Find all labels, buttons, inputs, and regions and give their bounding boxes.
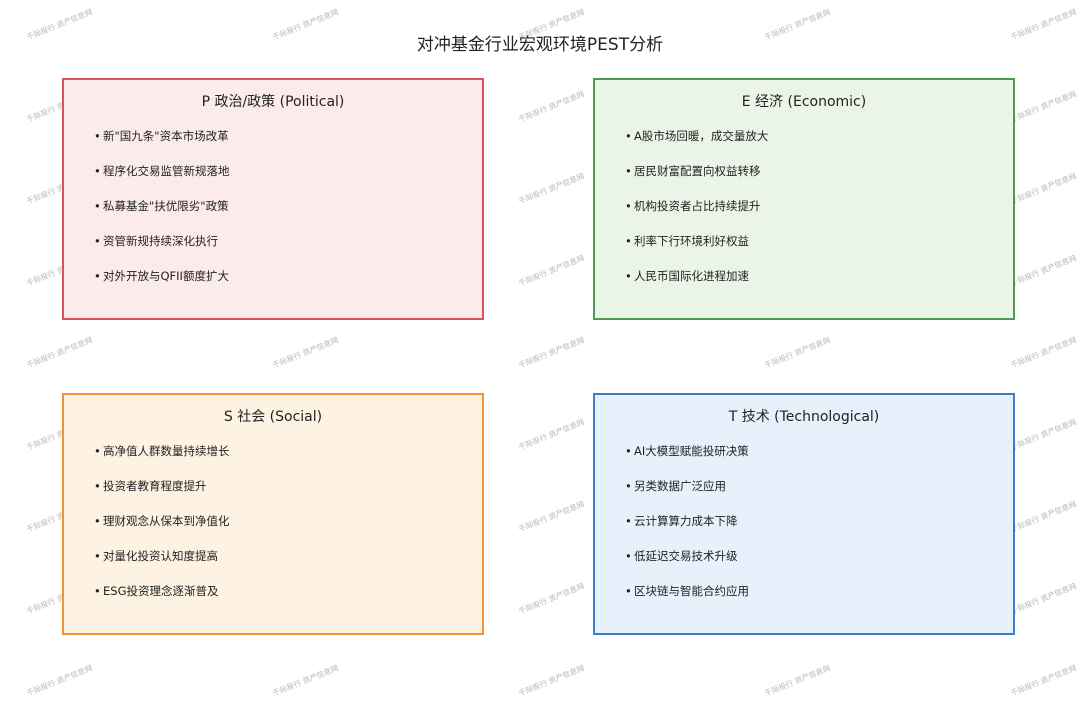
watermark-text: 千际投行 资产信息网 bbox=[1009, 88, 1078, 123]
panel-heading-political: P 政治/政策 (Political) bbox=[201, 94, 345, 110]
bullet-icon: • bbox=[94, 199, 101, 213]
list-item: •程序化交易监管新规落地 bbox=[94, 163, 230, 198]
watermark-text: 千际投行 资产信息网 bbox=[1009, 498, 1078, 533]
watermark-text: 千际投行 资产信息网 bbox=[271, 662, 340, 697]
watermark-text: 千际投行 资产信息网 bbox=[517, 498, 586, 533]
list-item: •AI大模型赋能投研决策 bbox=[625, 443, 749, 478]
bullet-icon: • bbox=[625, 514, 632, 528]
panel-list-economic: •A股市场回暖，成交量放大 •居民财富配置向权益转移 •机构投资者占比持续提升 … bbox=[625, 128, 768, 303]
list-item: •另类数据广泛应用 bbox=[625, 478, 749, 513]
watermark-text: 千际投行 资产信息网 bbox=[1009, 252, 1078, 287]
bullet-icon: • bbox=[94, 549, 101, 563]
watermark-text: 千际投行 资产信息网 bbox=[1009, 416, 1078, 451]
panel-political: P 政治/政策 (Political) •新"国九条"资本市场改革 •程序化交易… bbox=[62, 78, 484, 320]
watermark-text: 千际投行 资产信息网 bbox=[517, 662, 586, 697]
list-item-text: 高净值人群数量持续增长 bbox=[103, 444, 230, 458]
watermark-text: 千际投行 资产信息网 bbox=[517, 88, 586, 123]
watermark-text: 千际投行 资产信息网 bbox=[1009, 580, 1078, 615]
list-item-text: 程序化交易监管新规落地 bbox=[103, 164, 230, 178]
panel-heading-social: S 社会 (Social) bbox=[223, 409, 323, 425]
bullet-icon: • bbox=[625, 269, 632, 283]
list-item-text: A股市场回暖，成交量放大 bbox=[634, 129, 769, 143]
list-item: •区块链与智能合约应用 bbox=[625, 583, 749, 618]
list-item: •资管新规持续深化执行 bbox=[94, 233, 230, 268]
bullet-icon: • bbox=[625, 199, 632, 213]
list-item-text: 私募基金"扶优限劣"政策 bbox=[103, 199, 229, 213]
watermark-text: 千际投行 资产信息网 bbox=[763, 334, 832, 369]
list-item-text: 投资者教育程度提升 bbox=[103, 479, 207, 493]
list-item: •高净值人群数量持续增长 bbox=[94, 443, 230, 478]
list-item: •理财观念从保本到净值化 bbox=[94, 513, 230, 548]
bullet-icon: • bbox=[625, 164, 632, 178]
list-item-text: 机构投资者占比持续提升 bbox=[634, 199, 761, 213]
bullet-icon: • bbox=[94, 584, 101, 598]
watermark-text: 千际投行 资产信息网 bbox=[517, 416, 586, 451]
watermark-text: 千际投行 资产信息网 bbox=[1009, 170, 1078, 205]
list-item: •投资者教育程度提升 bbox=[94, 478, 230, 513]
panel-list-social: •高净值人群数量持续增长 •投资者教育程度提升 •理财观念从保本到净值化 •对量… bbox=[94, 443, 230, 618]
bullet-icon: • bbox=[625, 129, 632, 143]
list-item: •A股市场回暖，成交量放大 bbox=[625, 128, 768, 163]
list-item: •新"国九条"资本市场改革 bbox=[94, 128, 230, 163]
list-item-text: 居民财富配置向权益转移 bbox=[634, 164, 761, 178]
bullet-icon: • bbox=[94, 234, 101, 248]
panel-heading-technological: T 技术 (Technological) bbox=[728, 409, 880, 425]
bullet-icon: • bbox=[94, 479, 101, 493]
panel-list-political: •新"国九条"资本市场改革 •程序化交易监管新规落地 •私募基金"扶优限劣"政策… bbox=[94, 128, 230, 303]
list-item: •私募基金"扶优限劣"政策 bbox=[94, 198, 230, 233]
watermark-text: 千际投行 资产信息网 bbox=[517, 170, 586, 205]
bullet-icon: • bbox=[625, 584, 632, 598]
watermark-text: 千际投行 资产信息网 bbox=[517, 580, 586, 615]
bullet-icon: • bbox=[625, 479, 632, 493]
list-item: •云计算算力成本下降 bbox=[625, 513, 749, 548]
watermark-text: 千际投行 资产信息网 bbox=[763, 662, 832, 697]
list-item-text: 对量化投资认知度提高 bbox=[103, 549, 218, 563]
list-item-text: 区块链与智能合约应用 bbox=[634, 584, 749, 598]
diagram-title: 对冲基金行业宏观环境PEST分析 bbox=[416, 35, 664, 55]
list-item: •利率下行环境利好权益 bbox=[625, 233, 768, 268]
panel-technological: T 技术 (Technological) •AI大模型赋能投研决策 •另类数据广… bbox=[593, 393, 1015, 635]
list-item-text: ESG投资理念逐渐普及 bbox=[103, 584, 219, 598]
bullet-icon: • bbox=[625, 234, 632, 248]
panel-heading-economic: E 经济 (Economic) bbox=[741, 94, 867, 110]
panel-economic: E 经济 (Economic) •A股市场回暖，成交量放大 •居民财富配置向权益… bbox=[593, 78, 1015, 320]
list-item: •居民财富配置向权益转移 bbox=[625, 163, 768, 198]
watermark-text: 千际投行 资产信息网 bbox=[1009, 662, 1078, 697]
panel-list-technological: •AI大模型赋能投研决策 •另类数据广泛应用 •云计算算力成本下降 •低延迟交易… bbox=[625, 443, 749, 618]
list-item-text: 另类数据广泛应用 bbox=[634, 479, 726, 493]
list-item: •低延迟交易技术升级 bbox=[625, 548, 749, 583]
list-item-text: 低延迟交易技术升级 bbox=[634, 549, 738, 563]
list-item-text: 人民币国际化进程加速 bbox=[634, 269, 749, 283]
list-item: •对量化投资认知度提高 bbox=[94, 548, 230, 583]
bullet-icon: • bbox=[94, 514, 101, 528]
watermark-text: 千际投行 资产信息网 bbox=[1009, 334, 1078, 369]
list-item-text: 对外开放与QFII额度扩大 bbox=[103, 269, 229, 283]
watermark-text: 千际投行 资产信息网 bbox=[25, 334, 94, 369]
panel-social: S 社会 (Social) •高净值人群数量持续增长 •投资者教育程度提升 •理… bbox=[62, 393, 484, 635]
list-item: •对外开放与QFII额度扩大 bbox=[94, 268, 230, 303]
bullet-icon: • bbox=[625, 549, 632, 563]
list-item: •ESG投资理念逐渐普及 bbox=[94, 583, 230, 618]
list-item-text: 利率下行环境利好权益 bbox=[634, 234, 749, 248]
list-item-text: AI大模型赋能投研决策 bbox=[634, 444, 749, 458]
list-item-text: 新"国九条"资本市场改革 bbox=[103, 129, 229, 143]
watermark-text: 千际投行 资产信息网 bbox=[25, 662, 94, 697]
bullet-icon: • bbox=[94, 269, 101, 283]
watermark-text: 千际投行 资产信息网 bbox=[517, 252, 586, 287]
bullet-icon: • bbox=[94, 444, 101, 458]
bullet-icon: • bbox=[94, 164, 101, 178]
watermark-text: 千际投行 资产信息网 bbox=[271, 334, 340, 369]
list-item-text: 云计算算力成本下降 bbox=[634, 514, 738, 528]
bullet-icon: • bbox=[94, 129, 101, 143]
list-item: •机构投资者占比持续提升 bbox=[625, 198, 768, 233]
list-item-text: 资管新规持续深化执行 bbox=[103, 234, 218, 248]
bullet-icon: • bbox=[625, 444, 632, 458]
list-item: •人民币国际化进程加速 bbox=[625, 268, 768, 303]
watermark-text: 千际投行 资产信息网 bbox=[517, 334, 586, 369]
list-item-text: 理财观念从保本到净值化 bbox=[103, 514, 230, 528]
